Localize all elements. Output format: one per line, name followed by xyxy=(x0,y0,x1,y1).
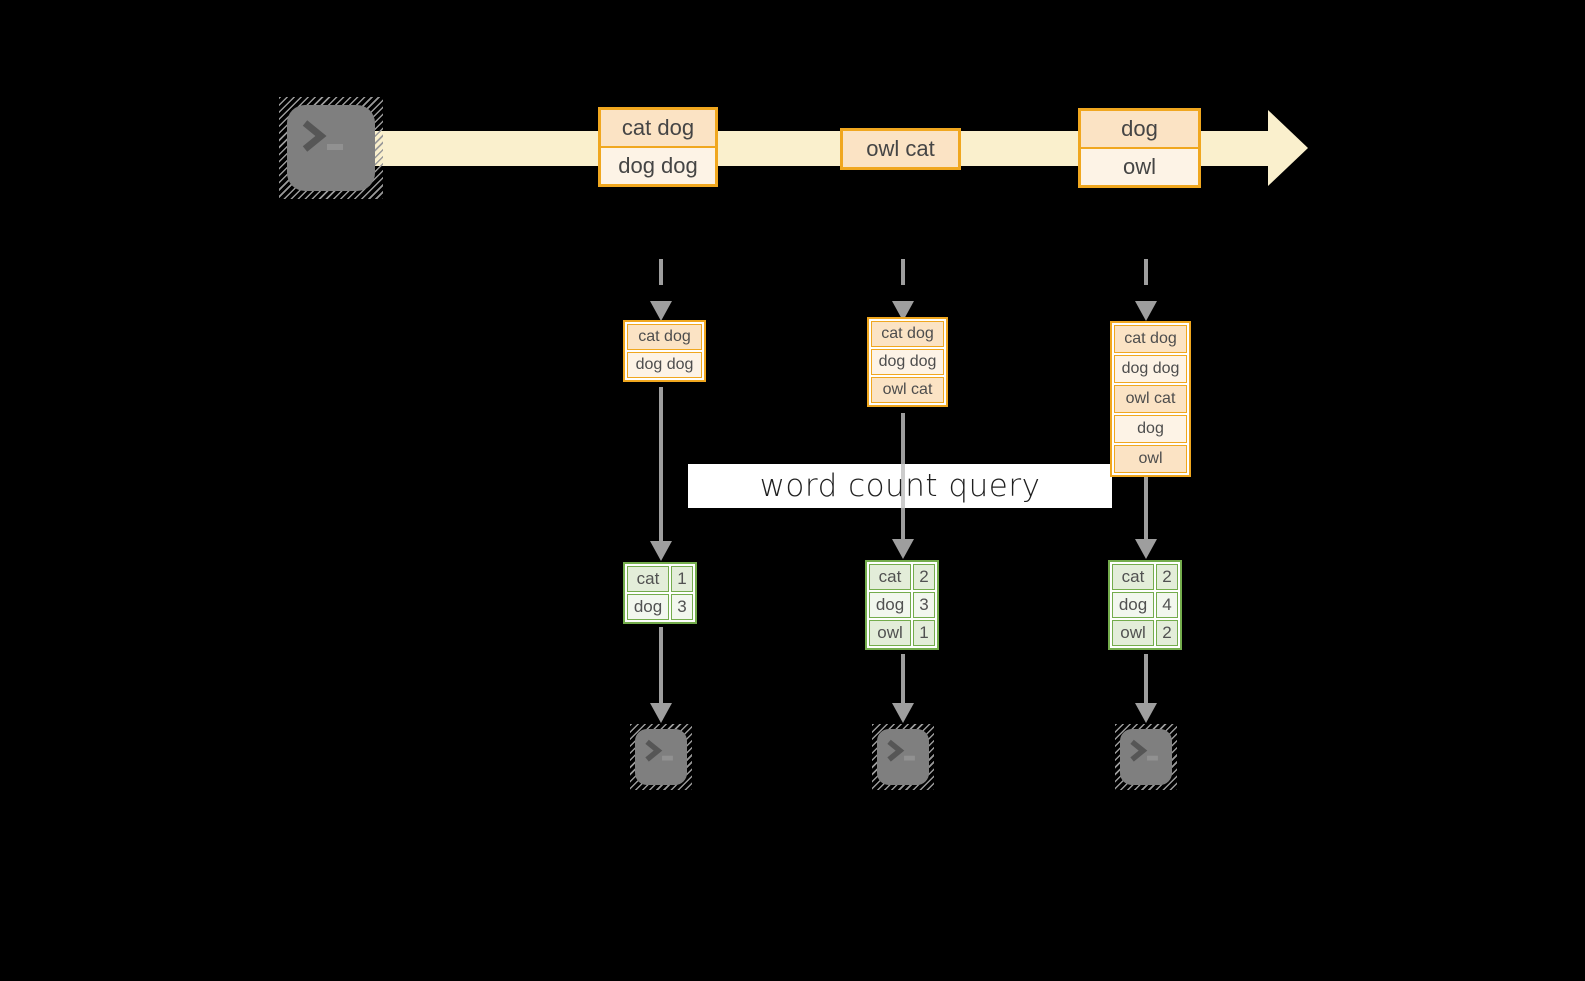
query-arrow-head-2 xyxy=(892,539,914,559)
stream-word-cell: dog dog xyxy=(601,146,715,184)
output-arrow-line-2 xyxy=(901,654,905,703)
stream-event-box-2: owl cat xyxy=(840,128,961,170)
output-arrow-line-3 xyxy=(1144,654,1148,703)
ingest-arrow-head-2 xyxy=(892,301,914,321)
count-value-cell: 3 xyxy=(913,592,935,618)
terminal-source-icon xyxy=(279,97,383,199)
count-value-cell: 1 xyxy=(671,566,693,592)
output-arrow-head-3 xyxy=(1135,703,1157,723)
ingest-arrow-dash-3 xyxy=(1144,259,1148,285)
ingest-arrow-dash-1 xyxy=(659,259,663,285)
terminal-prompt-icon xyxy=(302,120,343,152)
query-arrow-head-3 xyxy=(1135,539,1157,559)
buffer-cell: owl cat xyxy=(1114,385,1187,413)
query-banner-label: word count query xyxy=(759,468,1041,504)
terminal-prompt-icon xyxy=(645,739,673,762)
terminal-window xyxy=(287,105,375,191)
query-arrow-line-1 xyxy=(659,387,663,541)
count-word-cell: owl xyxy=(869,620,911,646)
count-value-cell: 3 xyxy=(671,594,693,620)
output-arrow-head-1 xyxy=(650,703,672,723)
buffer-cell: cat dog xyxy=(627,324,702,350)
count-word-cell: dog xyxy=(1112,592,1154,618)
stream-arrow-head xyxy=(1268,110,1308,186)
terminal-prompt-icon xyxy=(887,739,915,762)
buffer-cell: dog dog xyxy=(627,352,702,378)
terminal-window xyxy=(877,729,929,785)
buffer-cell: dog dog xyxy=(871,349,944,375)
query-arrow-head-1 xyxy=(650,541,672,561)
query-arrow-line-3 xyxy=(1144,475,1148,539)
terminal-window xyxy=(635,729,687,785)
ingest-arrow-dash-2 xyxy=(901,259,905,285)
count-word-cell: owl xyxy=(1112,620,1154,646)
query-arrow-line-2b xyxy=(901,464,905,508)
stream-word-cell: cat dog xyxy=(601,110,715,146)
count-word-cell: dog xyxy=(627,594,669,620)
count-value-cell: 2 xyxy=(1156,564,1178,590)
count-word-cell: cat xyxy=(869,564,911,590)
buffer-cell: dog dog xyxy=(1114,355,1187,383)
count-word-cell: cat xyxy=(627,566,669,592)
count-word-cell: dog xyxy=(869,592,911,618)
output-arrow-head-2 xyxy=(892,703,914,723)
terminal-prompt-icon xyxy=(1130,739,1158,762)
query-arrow-line-2a xyxy=(901,413,905,464)
buffer-cell: owl cat xyxy=(871,377,944,403)
stream-word-cell: dog xyxy=(1081,111,1198,147)
terminal-sink-icon-2 xyxy=(872,724,934,790)
buffer-cell: owl xyxy=(1114,445,1187,473)
count-value-cell: 2 xyxy=(1156,620,1178,646)
terminal-window xyxy=(1120,729,1172,785)
ingest-arrow-head-1 xyxy=(650,301,672,321)
ingest-arrow-head-3 xyxy=(1135,301,1157,321)
output-arrow-line-1 xyxy=(659,627,663,703)
terminal-sink-icon-3 xyxy=(1115,724,1177,790)
stream-word-cell: owl xyxy=(1081,147,1198,185)
buffer-cell: dog xyxy=(1114,415,1187,443)
count-value-cell: 2 xyxy=(913,564,935,590)
query-banner: word count query xyxy=(688,464,1112,508)
terminal-sink-icon-1 xyxy=(630,724,692,790)
count-word-cell: cat xyxy=(1112,564,1154,590)
stream-word-cell: owl cat xyxy=(843,131,958,167)
buffer-cell: cat dog xyxy=(871,321,944,347)
buffer-cell: cat dog xyxy=(1114,325,1187,353)
count-value-cell: 4 xyxy=(1156,592,1178,618)
count-value-cell: 1 xyxy=(913,620,935,646)
query-arrow-line-2c xyxy=(901,508,905,539)
